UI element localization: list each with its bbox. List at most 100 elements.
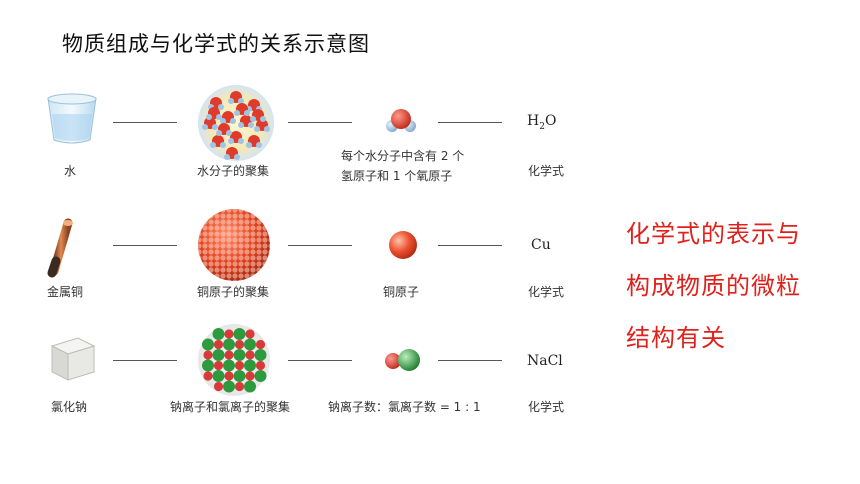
hydrogen-atom bbox=[260, 116, 266, 122]
note-line: 结构有关 bbox=[626, 324, 726, 352]
chloride-ion bbox=[254, 349, 267, 361]
hydrogen-atom bbox=[238, 138, 244, 144]
explanation-note: 化学式的表示与 构成物质的微粒 结构有关 bbox=[626, 208, 856, 364]
hydrogen-atom bbox=[238, 98, 244, 104]
particle-description: 铜原子 bbox=[383, 285, 420, 299]
chloride-ion bbox=[244, 380, 256, 393]
sodium-ion bbox=[213, 381, 224, 392]
copper-atom-icon bbox=[389, 231, 417, 259]
connector-line bbox=[113, 122, 177, 123]
hydrogen-atom bbox=[228, 98, 234, 104]
chloride-ion bbox=[202, 359, 214, 372]
hydrogen-atom bbox=[256, 142, 262, 148]
sodium-ion bbox=[245, 350, 255, 360]
hydrogen-atom bbox=[234, 110, 240, 116]
chloride-ion bbox=[254, 370, 267, 382]
formula-label: 化学式 bbox=[528, 164, 565, 178]
chloride-ion bbox=[212, 349, 225, 361]
hydrogen-atom bbox=[246, 142, 252, 148]
connector-line bbox=[288, 245, 352, 246]
hydrogen-atom bbox=[250, 116, 256, 122]
chloride-ion bbox=[223, 359, 235, 372]
sodium-ion bbox=[245, 329, 255, 339]
sodium-chloride-ion-pair-icon bbox=[385, 349, 420, 371]
formula-label: 化学式 bbox=[528, 285, 565, 299]
copper-wire-icon bbox=[47, 218, 73, 278]
diagram: 水 水分子的聚集 每个水分子中含有 2 个 氢原子和 1 个氧原子 bbox=[0, 80, 600, 418]
particle-description-line: 氢原子和 1 个氧原子 bbox=[341, 169, 453, 183]
sodium-ion bbox=[203, 371, 213, 381]
formula-subscript: 2 bbox=[539, 121, 545, 132]
chemical-formula: H2O bbox=[527, 113, 556, 132]
sodium-ion bbox=[245, 371, 255, 381]
sodium-ion bbox=[234, 339, 245, 350]
hydrogen-atom bbox=[230, 118, 236, 124]
chloride-ion bbox=[212, 370, 225, 382]
hydrogen-atom bbox=[220, 118, 226, 124]
hydrogen-atom bbox=[220, 142, 226, 148]
connector-line bbox=[288, 360, 352, 361]
aggregate-label: 铜原子的聚集 bbox=[197, 285, 270, 299]
chloride-ion bbox=[223, 380, 235, 393]
hydrogen-atom bbox=[226, 130, 232, 136]
hydrogen-atom bbox=[202, 124, 208, 130]
hydrogen-atom bbox=[218, 104, 224, 110]
connector-line bbox=[438, 360, 502, 361]
substance-label: 水 bbox=[64, 164, 77, 178]
glass-of-water-icon bbox=[47, 93, 97, 144]
note-line: 化学式的表示与 bbox=[626, 220, 801, 248]
hydrogen-atom bbox=[244, 110, 250, 116]
hydrogen-atom bbox=[264, 126, 270, 132]
chloride-ion bbox=[233, 349, 246, 361]
row-copper: 金属铜 铜原子的聚集 铜原子 Cu 化学式 bbox=[0, 205, 600, 305]
chemical-formula: Cu bbox=[531, 237, 551, 253]
formula-element: O bbox=[544, 113, 557, 129]
formula-element: H bbox=[527, 113, 540, 129]
connector-line bbox=[288, 122, 352, 123]
sodium-ion bbox=[234, 360, 245, 371]
substance-label: 氯化钠 bbox=[51, 400, 88, 414]
hydrogen-atom bbox=[210, 142, 216, 148]
sodium-ion bbox=[255, 339, 266, 350]
sodium-ion bbox=[255, 360, 266, 371]
sodium-ion bbox=[213, 360, 224, 371]
connector-line bbox=[438, 122, 502, 123]
hydrogen-atom bbox=[212, 124, 218, 130]
sodium-ion bbox=[224, 350, 234, 360]
chloride-ion bbox=[223, 338, 235, 351]
copper-atom-cluster-icon bbox=[198, 209, 270, 281]
chloride-ion bbox=[233, 370, 246, 382]
hydrogen-atom bbox=[228, 138, 234, 144]
sodium-chloride-ion-cluster-icon bbox=[198, 324, 270, 396]
aggregate-label: 钠离子和氯离子的聚集 bbox=[170, 400, 291, 414]
note-line: 构成物质的微粒 bbox=[626, 272, 801, 300]
row-water: 水 水分子的聚集 每个水分子中含有 2 个 氢原子和 1 个氧原子 bbox=[0, 80, 600, 183]
connector-line bbox=[438, 245, 502, 246]
chloride-ion bbox=[244, 359, 256, 372]
water-molecule-icon bbox=[386, 109, 416, 132]
aggregate-label: 水分子的聚集 bbox=[197, 164, 270, 178]
hydrogen-atom bbox=[216, 114, 222, 120]
particle-description: 钠离子数：氯离子数 = 1 : 1 bbox=[328, 400, 481, 414]
hydrogen-atom bbox=[206, 114, 212, 120]
water-molecule-cluster-icon bbox=[198, 85, 274, 161]
row-sodium-chloride: 氯化钠 钠离子和氯离子的聚集 钠离子数：氯离子数 = 1 : 1 NaCl 化学… bbox=[0, 318, 600, 418]
chloride-ion bbox=[233, 328, 246, 340]
substance-label: 金属铜 bbox=[47, 285, 84, 299]
hydrogen-atom bbox=[224, 154, 230, 160]
salt-crystal-icon bbox=[50, 337, 96, 381]
hydrogen-atom bbox=[254, 126, 260, 132]
hydrogen-atom bbox=[234, 154, 240, 160]
connector-line bbox=[113, 245, 177, 246]
hydrogen-atom bbox=[248, 122, 254, 128]
sodium-ion bbox=[234, 381, 245, 392]
hydrogen-atom bbox=[238, 122, 244, 128]
particle-description: 每个水分子中含有 2 个 氢原子和 1 个氧原子 bbox=[341, 146, 464, 186]
chemical-formula: NaCl bbox=[527, 353, 563, 369]
sodium-ion bbox=[224, 371, 234, 381]
sodium-ion bbox=[203, 350, 213, 360]
chloride-ion bbox=[244, 338, 256, 351]
sodium-ion bbox=[213, 339, 224, 350]
chloride-ion bbox=[212, 328, 225, 340]
formula-label: 化学式 bbox=[528, 400, 565, 414]
